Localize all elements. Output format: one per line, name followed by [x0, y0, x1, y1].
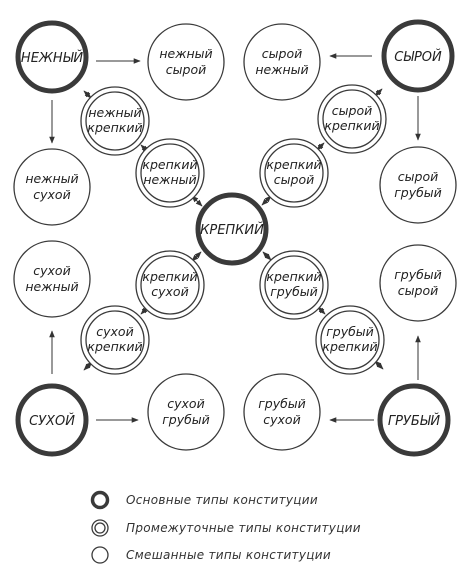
node-label-line-2: нежный — [255, 62, 308, 77]
arrow-nezhny-diagonal-1 — [83, 90, 92, 99]
node-label-line-2: крепкий — [322, 339, 377, 354]
node-label-line-2: сырой — [166, 62, 206, 77]
node-label: СЫРОЙ — [394, 49, 442, 65]
node-label-line-2: сухой — [263, 412, 300, 427]
node-krepky-syroy: крепкий сырой — [259, 138, 329, 208]
node-gruby-sukhoy: грубый сухой — [243, 373, 321, 451]
node-label-line-1: крепкий — [142, 157, 197, 172]
node-gruby-krepky: грубый крепкий — [315, 305, 385, 375]
legend: Основные типы конституции Промежуточные … — [90, 490, 361, 564]
node-label-line-2: грубый — [270, 284, 318, 299]
arrow-sukhoy-diagonal-1 — [191, 251, 202, 262]
node-syroy-krepky: сырой крепкий — [317, 84, 387, 154]
node-label-line-2: сухой — [151, 284, 188, 299]
node-nezhny-sukhoy: нежный сухой — [13, 148, 91, 226]
legend-item-intermediate: Промежуточные типы конституции — [91, 519, 361, 537]
node-label: СУХОЙ — [29, 413, 75, 429]
node-sukhoy: СУХОЙ — [15, 383, 89, 457]
node-label-line-1: грубый — [326, 324, 374, 339]
node-nezhny-krepky: нежный крепкий — [80, 86, 150, 156]
node-label-line-1: сухой — [96, 324, 133, 339]
node-label-line-1: сухой — [167, 396, 204, 411]
legend-label-basic: Основные типы конституции — [126, 493, 318, 507]
node-label-line-2: грубый — [394, 185, 442, 200]
node-sukhoy-nezhny: сухой нежный — [13, 240, 91, 318]
node-syroy-gruby: сырой грубый — [379, 146, 457, 224]
node-krepky-gruby: крепкий грубый — [259, 250, 329, 320]
node-label-line-2: сырой — [274, 172, 314, 187]
node-label-line-1: крепкий — [142, 269, 197, 284]
node-syroy-nezhny: сырой нежный — [243, 23, 321, 101]
legend-label-mixed: Смешанные типы конституции — [126, 548, 331, 562]
node-krepky-nezhny: крепкий нежный — [135, 138, 205, 208]
node-label-line-1: нежный — [159, 46, 212, 61]
node-label-line-2: грубый — [162, 412, 210, 427]
node-label-line-2: сухой — [33, 187, 70, 202]
node-label-line-1: крепкий — [266, 269, 321, 284]
node-label: ГРУБЫЙ — [388, 413, 441, 429]
node-sukhoy-krepky: сухой крепкий — [80, 305, 150, 375]
node-label-line-1: нежный — [25, 171, 78, 186]
node-nezhny-syroy: нежный сырой — [147, 23, 225, 101]
node-label-line-2: крепкий — [87, 120, 142, 135]
node-label: НЕЖНЫЙ — [21, 50, 83, 66]
legend-item-basic: Основные типы конституции — [90, 490, 318, 510]
arrow-gruby-diagonal-1 — [262, 251, 272, 261]
node-label-line-1: сухой — [33, 263, 70, 278]
legend-label-intermediate: Промежуточные типы конституции — [126, 521, 361, 535]
node-label-line-1: нежный — [88, 105, 141, 120]
node-krepky-sukhoy: крепкий сухой — [135, 250, 205, 320]
node-label-line-1: сырой — [262, 46, 302, 61]
node-label-line-2: сырой — [398, 283, 438, 298]
node-sukhoy-gruby: сухой грубый — [147, 373, 225, 451]
node-label-line-1: сырой — [332, 103, 372, 118]
node-label-line-1: сырой — [398, 169, 438, 184]
node-gruby-syroy: грубый сырой — [379, 244, 457, 322]
node-krepky: КРЕПКИЙ — [195, 192, 269, 266]
node-label-line-2: нежный — [25, 279, 78, 294]
node-label-line-1: грубый — [394, 267, 442, 282]
node-label-line-1: грубый — [258, 396, 306, 411]
node-label-line-2: крепкий — [324, 118, 379, 133]
node-label-line-1: крепкий — [266, 157, 321, 172]
node-gruby: ГРУБЫЙ — [377, 383, 451, 457]
node-label-line-2: нежный — [143, 172, 196, 187]
node-nezhny: НЕЖНЫЙ — [15, 20, 89, 94]
node-label-line-2: крепкий — [87, 339, 142, 354]
node-label: КРЕПКИЙ — [200, 222, 264, 238]
legend-item-mixed: Смешанные типы конституции — [91, 546, 331, 564]
node-syroy: СЫРОЙ — [381, 19, 455, 93]
